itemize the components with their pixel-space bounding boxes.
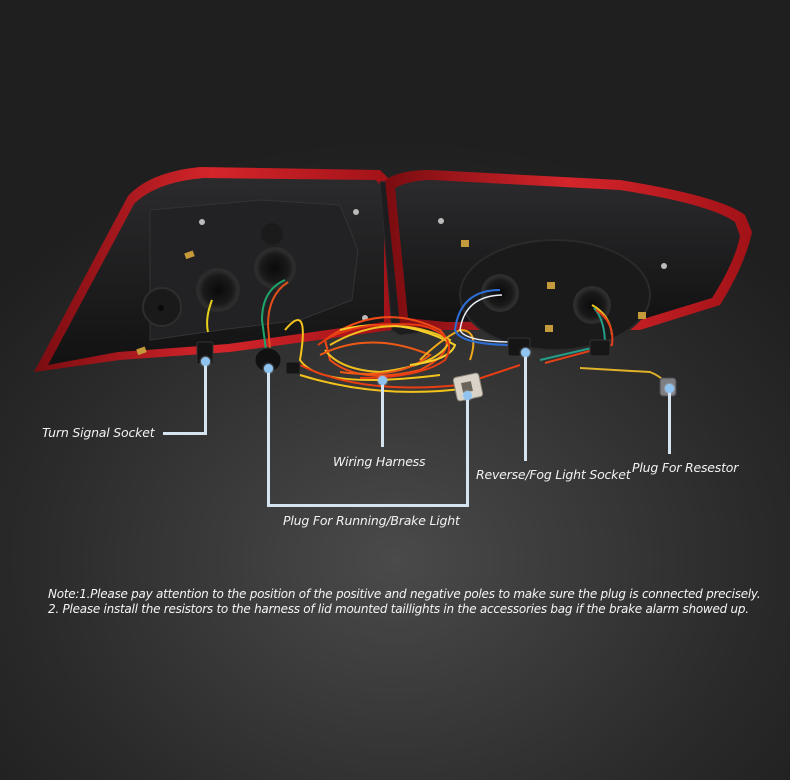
resistor-dot <box>665 384 674 393</box>
tail-light-photo <box>34 167 752 402</box>
wiring-harness-callout-vertical <box>381 382 384 447</box>
running-brake-callout-horizontal <box>267 504 469 507</box>
wiring-harness-label: Wiring Harness <box>333 454 426 469</box>
outer-tail-light <box>34 167 392 372</box>
reverse-fog-callout-vertical <box>524 354 527 461</box>
plug-resistor-label: Plug For Resestor <box>632 460 739 475</box>
resistor-callout-vertical <box>668 390 671 454</box>
running-brake-dot-left <box>264 364 273 373</box>
turn-signal-callout-vertical <box>204 364 207 435</box>
note-line-2: 2. Please install the resistors to the h… <box>48 602 749 616</box>
plug-running-brake-label: Plug For Running/Brake Light <box>283 513 460 528</box>
running-brake-callout-right <box>466 397 469 507</box>
reverse-fog-socket-label: Reverse/Fog Light Socket <box>476 467 631 482</box>
running-brake-callout-left <box>267 370 270 507</box>
turn-signal-socket-label: Turn Signal Socket <box>42 425 155 440</box>
lid-tail-light <box>385 170 752 351</box>
note-line-1: Note:1.Please pay attention to the posit… <box>48 587 761 601</box>
reverse-fog-dot <box>521 348 530 357</box>
turn-signal-dot <box>201 357 210 366</box>
installation-notes: Note:1.Please pay attention to the posit… <box>48 587 761 617</box>
turn-signal-callout-horizontal <box>163 432 207 435</box>
wiring-harness-dot <box>378 376 387 385</box>
running-brake-dot-right <box>463 391 472 400</box>
